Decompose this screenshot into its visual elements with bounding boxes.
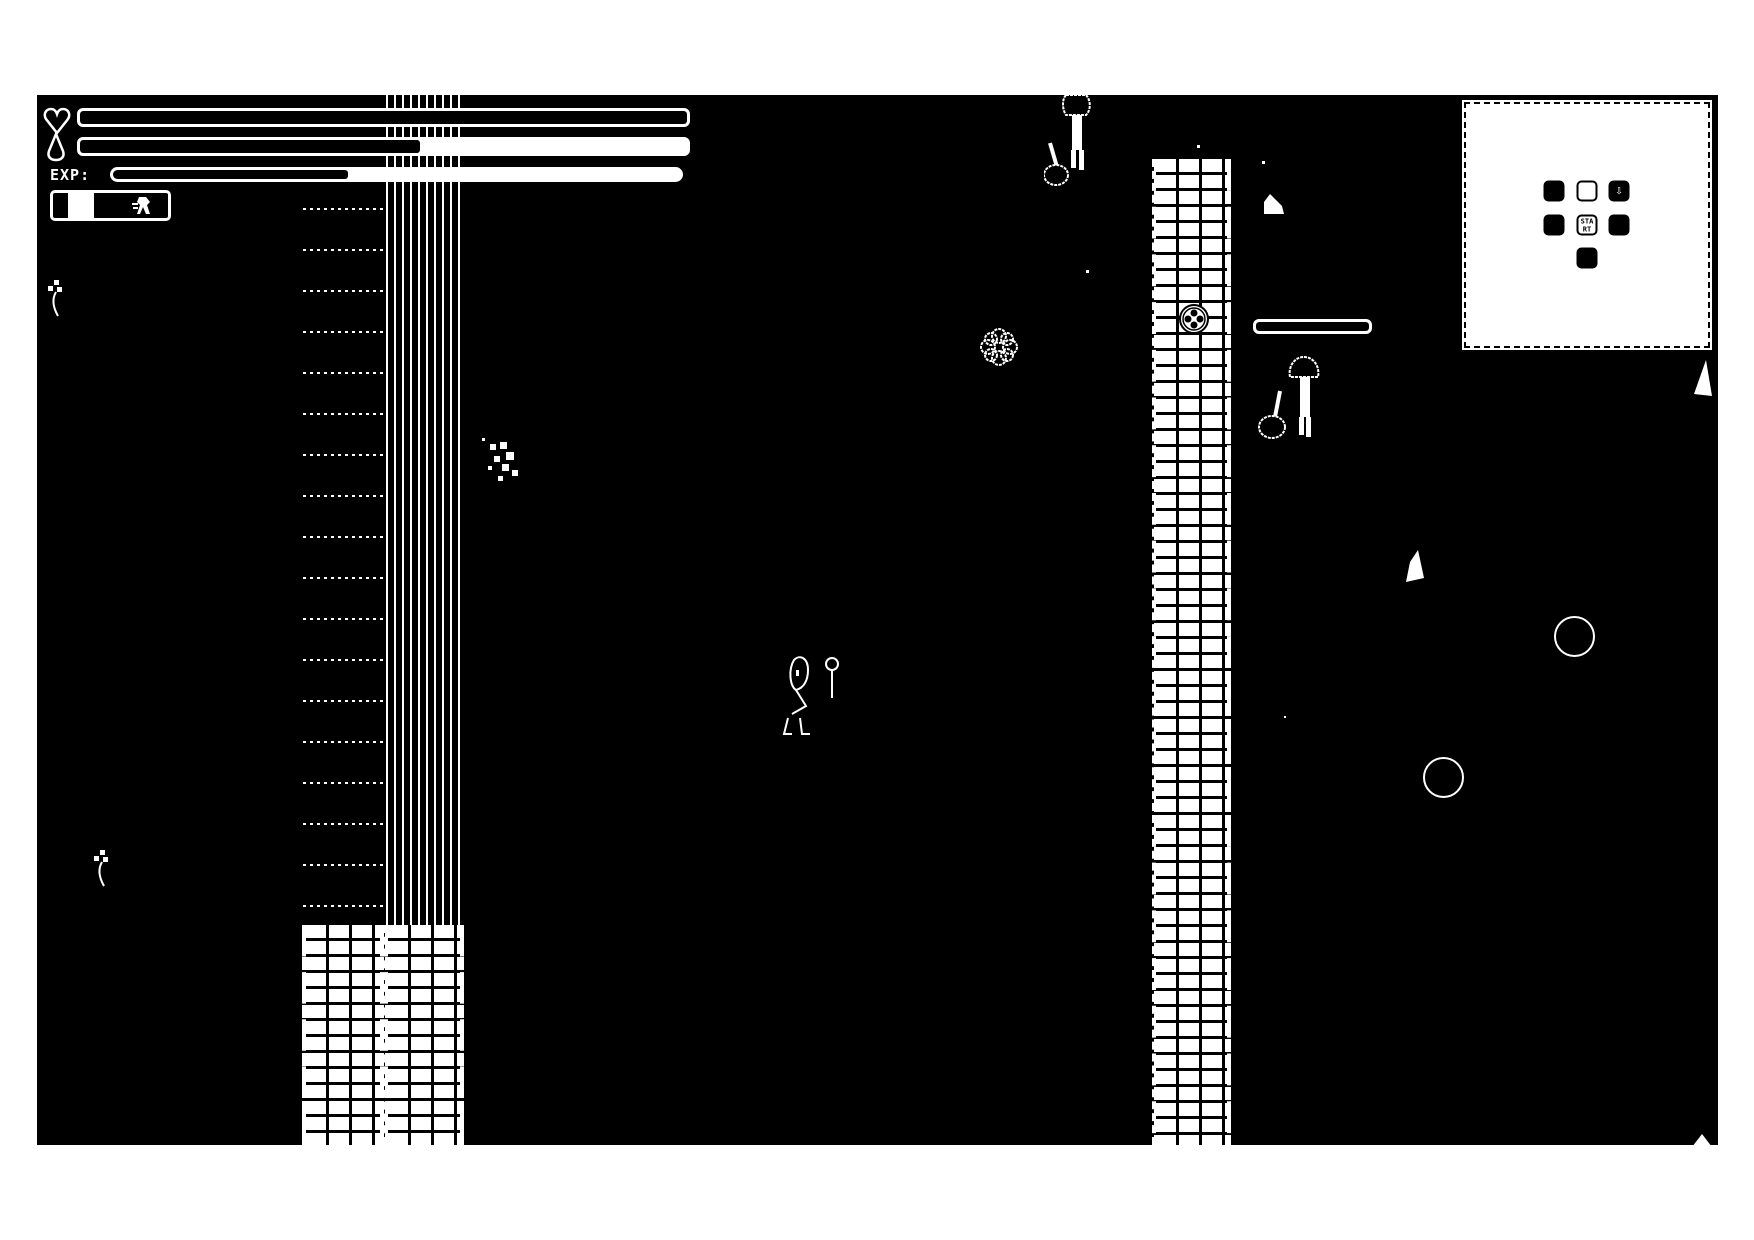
dust-particle (1284, 716, 1286, 718)
exp-label: EXP: (50, 166, 91, 184)
grass-strip (303, 170, 386, 925)
down-arrow-icon: ⇩ (1615, 183, 1623, 199)
mana-bar (77, 137, 690, 156)
mushroom-enemy[interactable] (1258, 355, 1334, 445)
dash-skill-icon (131, 195, 153, 217)
enemy-health-bar-fill (1256, 322, 1369, 331)
minimap-room (1543, 214, 1565, 236)
dust-particle (1197, 145, 1200, 148)
health-bar (77, 108, 690, 127)
dust-particle (1262, 161, 1265, 164)
mana-bar-fill (80, 140, 420, 153)
brick-wall-left (302, 925, 384, 1145)
exp-bar (110, 167, 683, 182)
minimap: ⇩ START (1462, 100, 1712, 350)
enemy-health-bar (1253, 319, 1372, 334)
dust-particle (1086, 270, 1089, 273)
minimap-room (1576, 247, 1598, 269)
minimap-room (1608, 214, 1630, 236)
bubble (1554, 616, 1595, 657)
droplet-icon (45, 130, 67, 162)
flower-icon (978, 326, 1020, 368)
rock (1262, 192, 1286, 216)
start-label: START (1580, 217, 1594, 234)
minimap-room (1543, 180, 1565, 202)
sparkle-particles (480, 436, 522, 484)
spike-field (386, 95, 464, 925)
rock (1404, 548, 1428, 584)
round-window-icon (1178, 303, 1210, 335)
item-slot-cooldown (68, 193, 94, 218)
health-bar-fill (80, 111, 687, 124)
heart-icon (43, 106, 71, 136)
player-character (778, 652, 848, 740)
exp-bar-fill (113, 170, 349, 179)
rock (1692, 1132, 1712, 1147)
minimap-room-start: START (1576, 214, 1598, 236)
plant-icon (42, 278, 68, 318)
mushroom-enemy[interactable] (1043, 94, 1094, 190)
item-slot[interactable] (50, 190, 171, 221)
minimap-room-current (1576, 180, 1598, 202)
plant-icon (88, 848, 114, 888)
brick-wall-left-2 (384, 925, 464, 1145)
minimap-room-exit: ⇩ (1608, 180, 1630, 202)
bubble (1423, 757, 1464, 798)
rock (1692, 358, 1714, 398)
